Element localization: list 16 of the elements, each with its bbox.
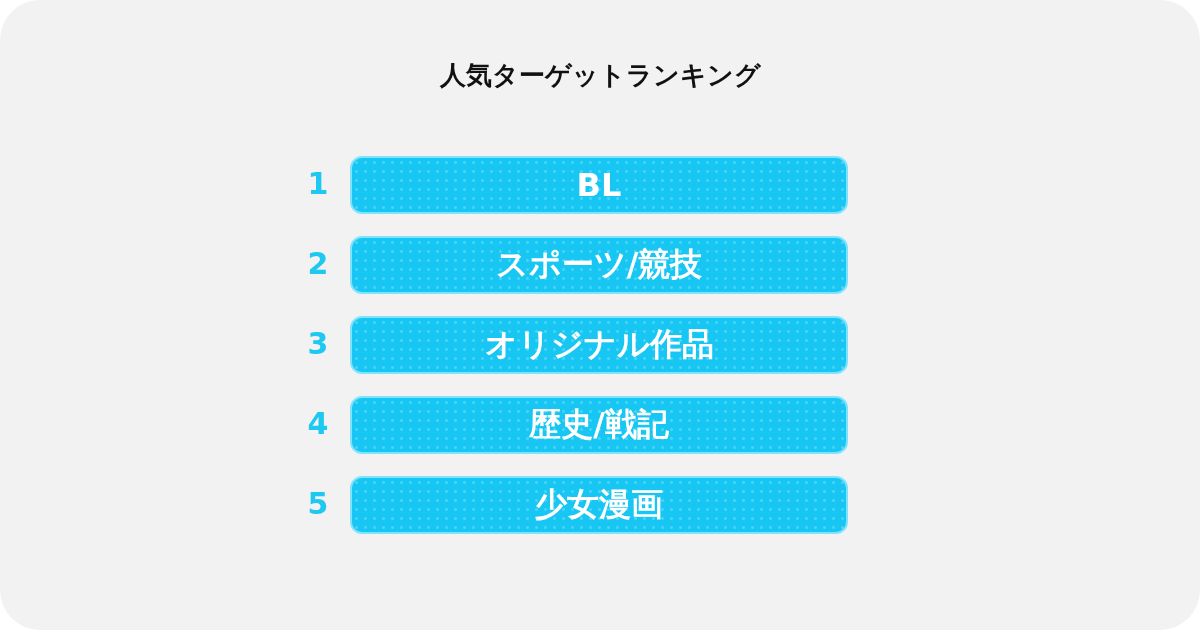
chart-title: 人気ターゲットランキング <box>438 59 762 92</box>
rank-number: 3 <box>306 326 330 361</box>
rank-number: 5 <box>306 486 330 521</box>
category-label: BL <box>576 166 622 204</box>
category-label: スポーツ/競技 <box>495 244 703 285</box>
ranking-bar <box>350 316 848 374</box>
rank-number: 2 <box>306 246 330 281</box>
ranking-bar <box>350 396 848 454</box>
ranking-bar <box>350 236 848 294</box>
category-label: オリジナル作品 <box>484 324 714 365</box>
category-label: 少女漫画 <box>535 484 663 525</box>
ranking-bar <box>350 476 848 534</box>
category-label: 歴史/戦記 <box>529 404 669 445</box>
rank-number: 4 <box>306 406 330 441</box>
ranking-bar <box>350 156 848 214</box>
rank-number: 1 <box>306 166 330 201</box>
